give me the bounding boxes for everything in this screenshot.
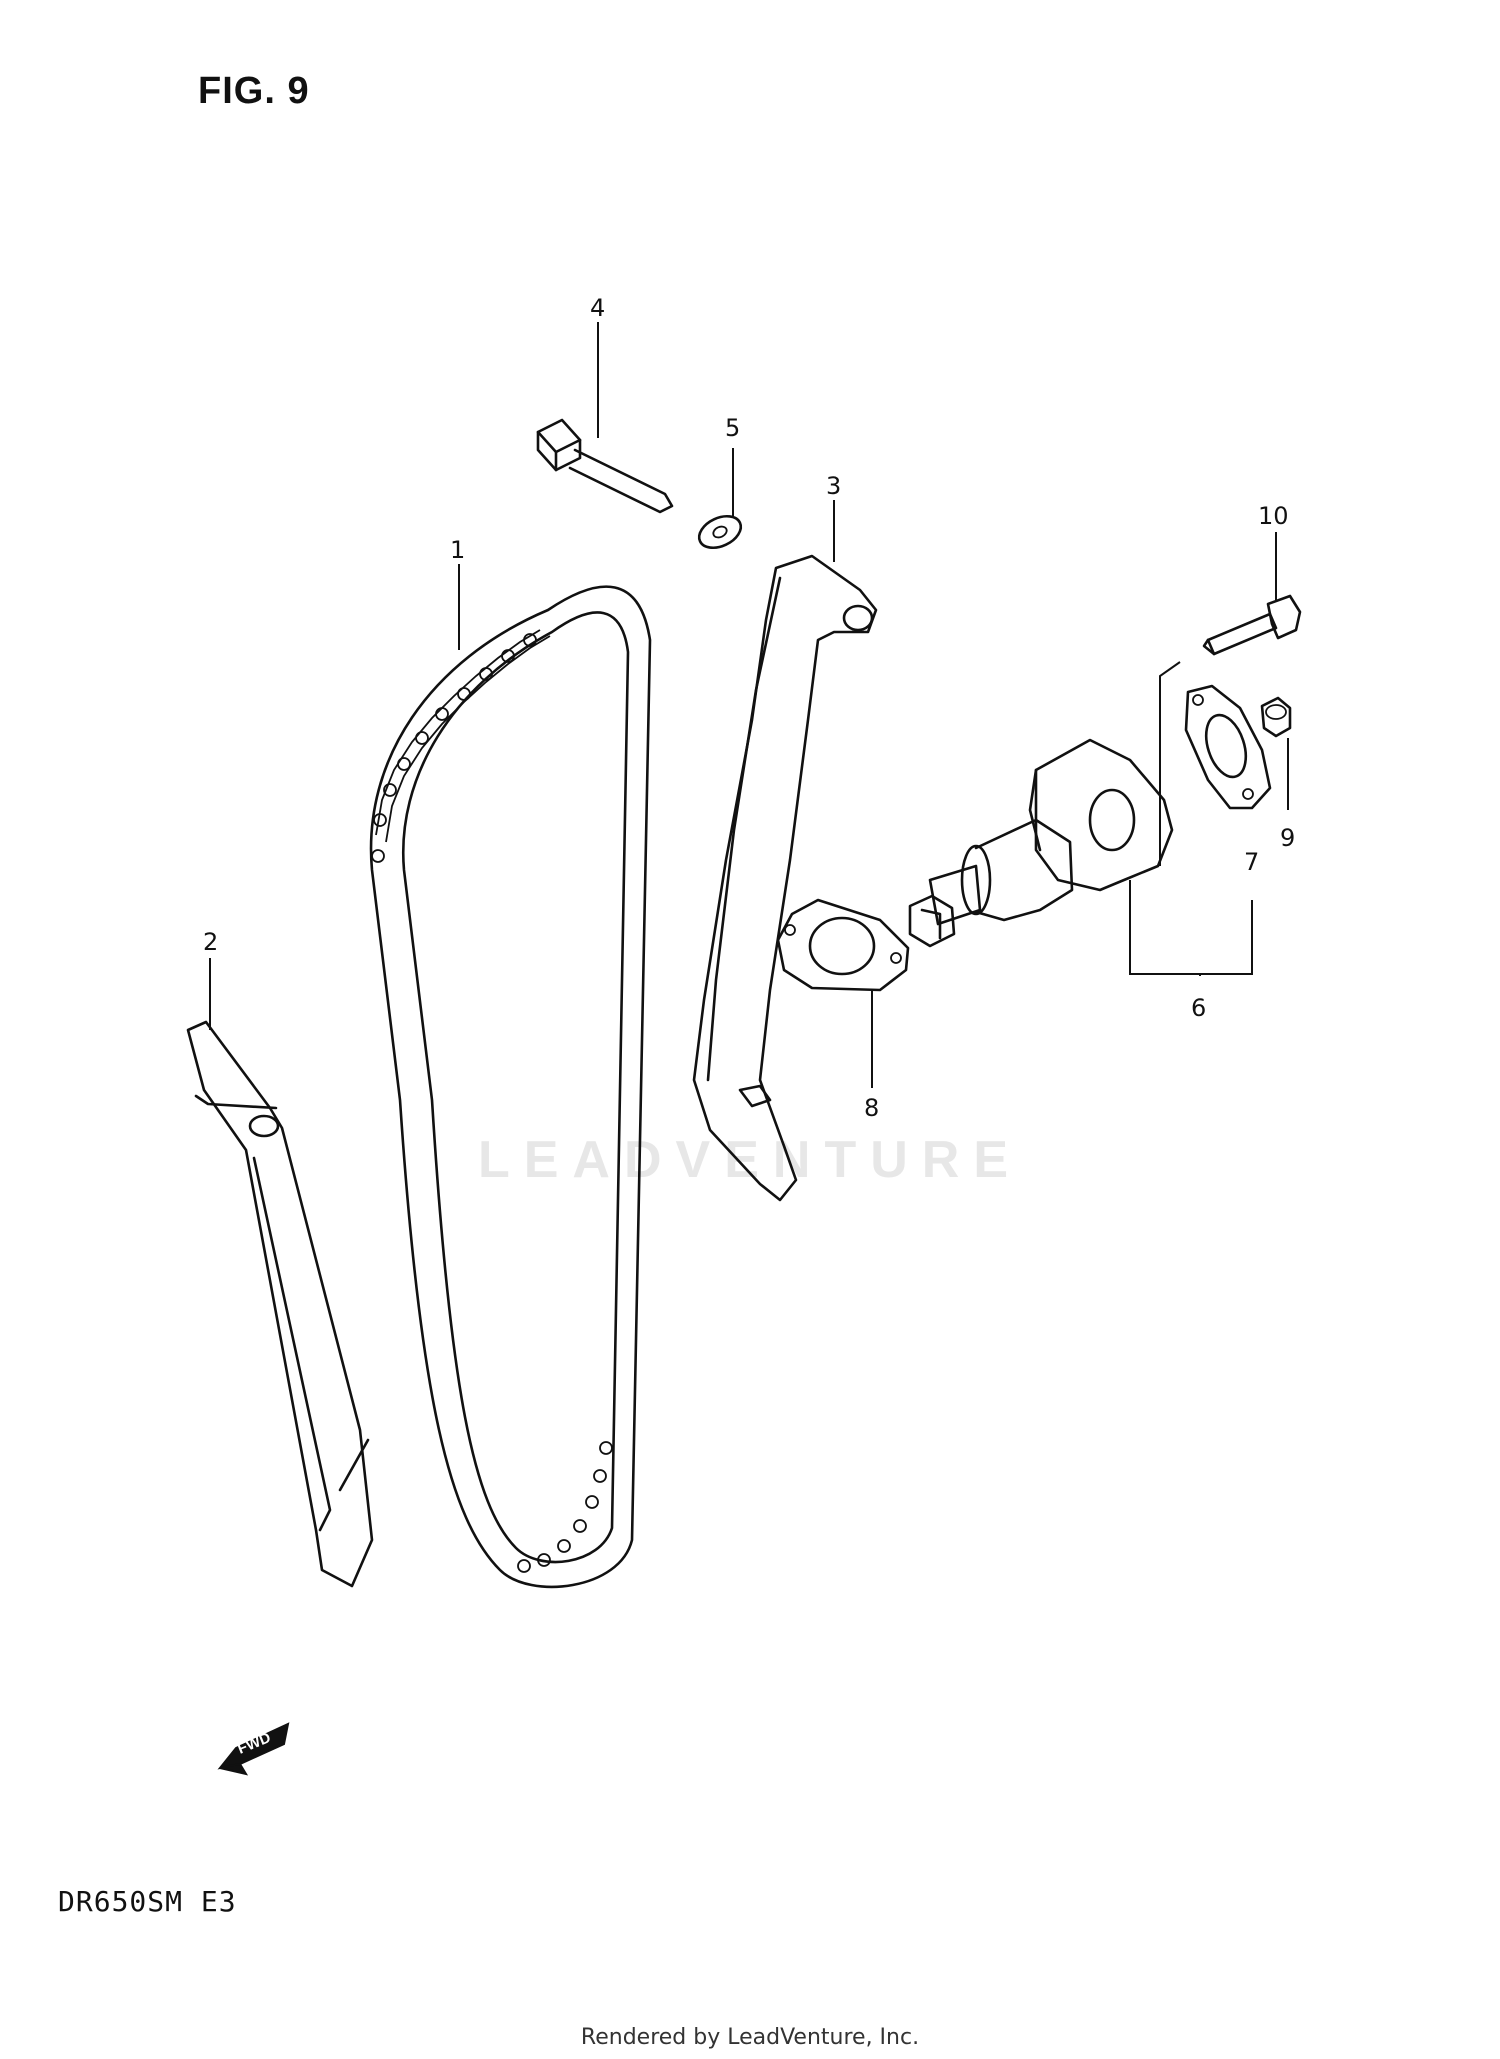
watermark-text: LEADVENTURE — [477, 1131, 1023, 1189]
model-label: DR650SM E3 — [58, 1885, 237, 1918]
figure-title: FIG. 9 — [198, 70, 310, 112]
chain-links-upper — [371, 629, 551, 863]
callout-labels: 1 2 3 4 5 6 7 8 9 10 — [203, 294, 1295, 1122]
callout-3: 3 — [826, 472, 841, 500]
part-6-tensioner-adjuster[interactable] — [908, 738, 1174, 948]
part-7-gasket[interactable] — [1184, 684, 1272, 810]
callout-7: 7 — [1244, 848, 1259, 876]
chain-links-lower — [517, 1441, 613, 1573]
part-5-washer[interactable] — [694, 510, 746, 554]
callout-4: 4 — [590, 294, 605, 322]
callout-8: 8 — [864, 1094, 879, 1122]
callout-6: 6 — [1191, 994, 1206, 1022]
part-10-bolt[interactable] — [1202, 594, 1302, 656]
part-2-chain-guide[interactable] — [186, 1020, 374, 1588]
leader-lines — [209, 322, 1289, 1088]
footer-credit: Rendered by LeadVenture, Inc. — [580, 2025, 920, 2050]
fwd-arrow-icon: FWD — [217, 1722, 290, 1776]
callout-2: 2 — [203, 928, 218, 956]
part-8-gasket[interactable] — [776, 898, 910, 992]
part-3-tensioner-arm[interactable] — [692, 554, 878, 1202]
part-4-bolt[interactable] — [536, 418, 674, 514]
part-1-cam-chain[interactable] — [369, 585, 652, 1589]
callout-5: 5 — [725, 414, 740, 442]
callout-1: 1 — [450, 536, 465, 564]
callout-10: 10 — [1258, 502, 1289, 530]
callout-9: 9 — [1280, 824, 1295, 852]
part-9-plug[interactable] — [1260, 696, 1292, 738]
